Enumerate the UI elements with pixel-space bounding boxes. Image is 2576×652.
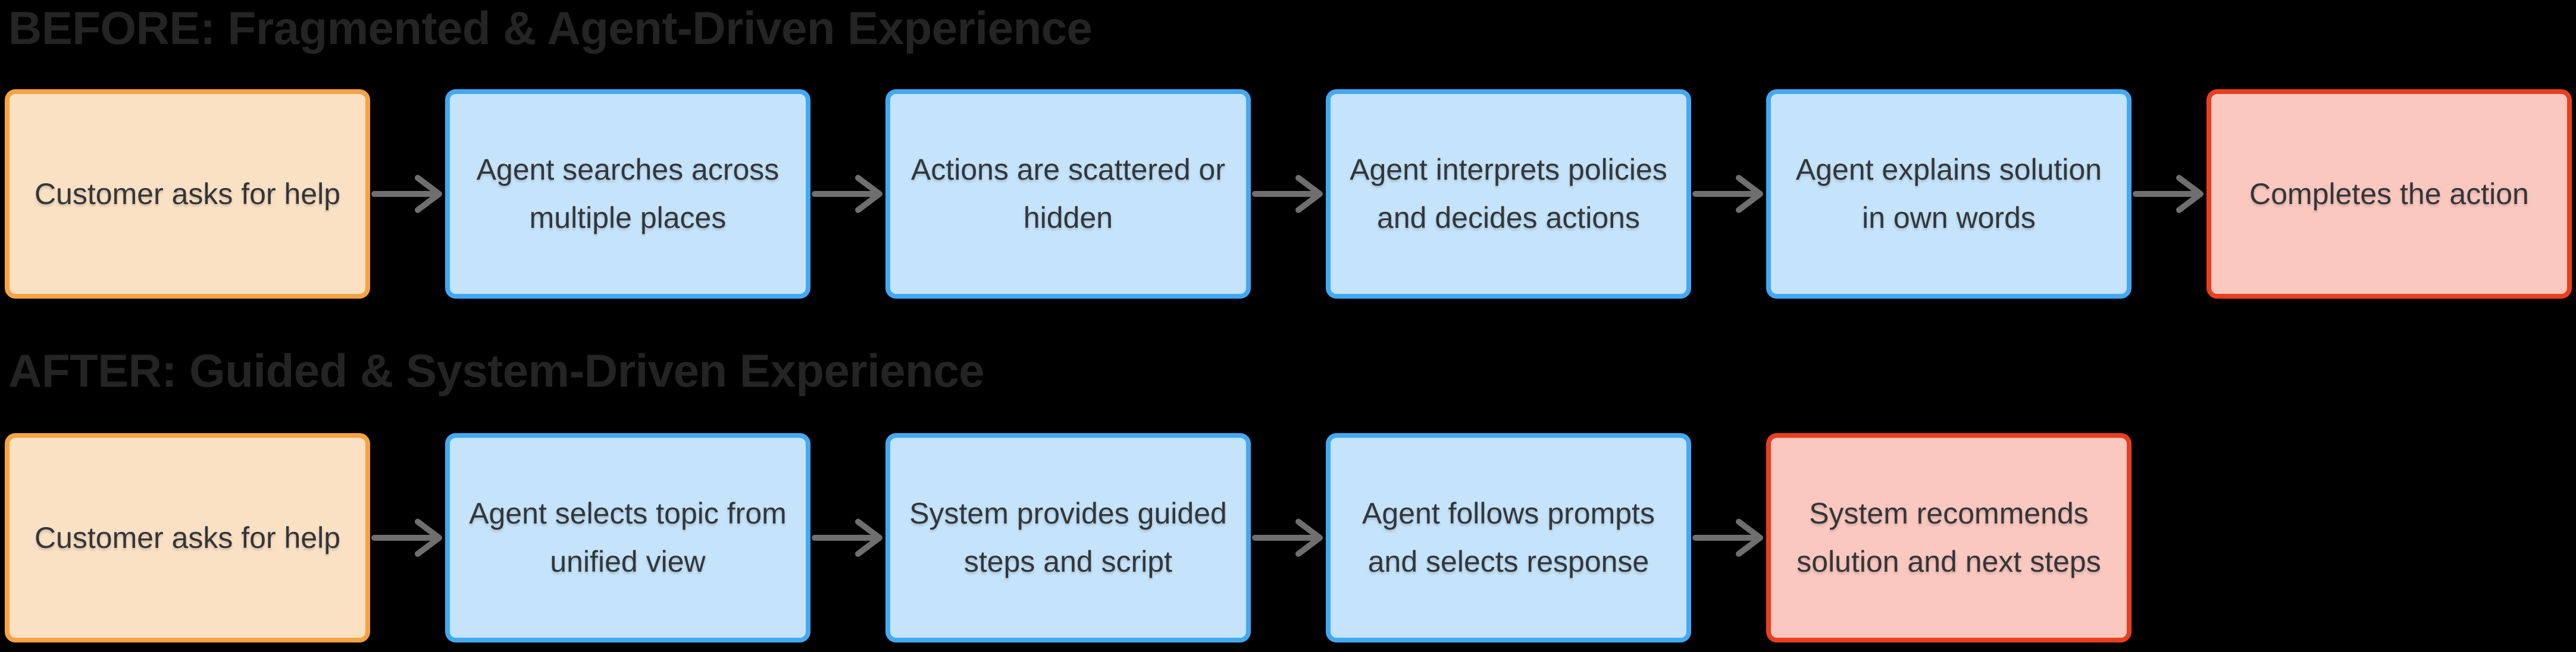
right-arrow-icon bbox=[1692, 175, 1763, 213]
right-arrow-icon bbox=[1252, 175, 1323, 213]
flow-step: System recommends solution and next step… bbox=[1766, 433, 2131, 642]
flow-step: Actions are scattered or hidden bbox=[885, 89, 1251, 299]
section-heading-before: BEFORE: Fragmented & Agent-Driven Experi… bbox=[8, 2, 1093, 54]
right-arrow-icon bbox=[812, 519, 882, 557]
flow-step: Agent searches across multiple places bbox=[445, 89, 810, 299]
flow-step: Customer asks for help bbox=[5, 433, 370, 642]
right-arrow-icon bbox=[812, 175, 882, 213]
flow-step-label: Completes the action bbox=[2249, 177, 2529, 211]
flow-step: Agent selects topic from unified view bbox=[445, 433, 810, 642]
flow-step: System provides guided steps and script bbox=[885, 433, 1251, 642]
flow-step-label: Agent interprets policies and decides ac… bbox=[1350, 153, 1667, 234]
flow-step-label: Customer asks for help bbox=[34, 521, 341, 554]
right-arrow-icon bbox=[371, 519, 442, 557]
right-arrow-icon bbox=[1252, 519, 1323, 557]
right-arrow-icon bbox=[1692, 519, 1763, 557]
flow-step: Agent explains solution in own words bbox=[1766, 89, 2131, 299]
flow-step-label: Customer asks for help bbox=[34, 177, 341, 211]
flow-step-label: Actions are scattered or hidden bbox=[910, 153, 1226, 234]
flow-step: Agent follows prompts and selects respon… bbox=[1326, 433, 1691, 642]
flow-step-label: Agent searches across multiple places bbox=[476, 153, 780, 234]
right-arrow-icon bbox=[2133, 175, 2203, 213]
flow-step-label: Agent follows prompts and selects respon… bbox=[1362, 497, 1655, 578]
flow-row-before: Customer asks for help Agent searches acr… bbox=[5, 89, 2572, 299]
flow-step: Customer asks for help bbox=[5, 89, 370, 299]
flow-step-label: System recommends solution and next step… bbox=[1796, 497, 2101, 578]
flow-step-label: System provides guided steps and script bbox=[909, 497, 1227, 578]
flow-step-label: Agent explains solution in own words bbox=[1795, 153, 2102, 234]
flow-step-label: Agent selects topic from unified view bbox=[469, 497, 787, 578]
flow-step: Completes the action bbox=[2206, 89, 2572, 299]
right-arrow-icon bbox=[371, 175, 442, 213]
flow-row-after: Customer asks for help Agent selects topi… bbox=[5, 433, 2131, 642]
section-heading-after: AFTER: Guided & System-Driven Experience bbox=[8, 344, 985, 397]
flow-step: Agent interprets policies and decides ac… bbox=[1326, 89, 1691, 299]
